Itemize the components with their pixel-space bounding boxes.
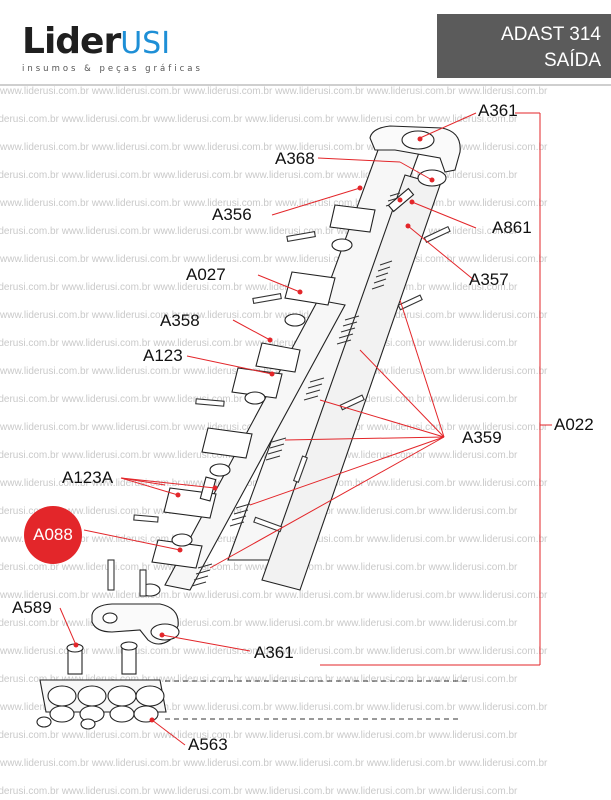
watermark-row: www.liderusi.com.br www.liderusi.com.br … xyxy=(0,758,548,769)
title-box: ADAST 314 SAÍDA xyxy=(437,14,611,78)
callout-a861: A861 xyxy=(492,218,532,237)
title-section: SAÍDA xyxy=(543,50,601,71)
callout-a088-badge: A088 xyxy=(24,506,82,564)
watermark-row: www.liderusi.com.br www.liderusi.com.br … xyxy=(0,674,518,685)
callout-a368: A368 xyxy=(275,149,315,168)
page-header: LiderUSI insumos & peças gráficas ADAST … xyxy=(0,0,611,84)
watermark-row: www.liderusi.com.br www.liderusi.com.br … xyxy=(0,590,548,601)
watermark-row: www.liderusi.com.br www.liderusi.com.br … xyxy=(0,86,548,97)
callout-a359: A359 xyxy=(462,428,502,447)
watermark-row: www.liderusi.com.br www.liderusi.com.br … xyxy=(0,338,518,349)
callout-a356: A356 xyxy=(212,205,252,224)
marker-dots xyxy=(73,136,435,723)
watermark-row: www.liderusi.com.br www.liderusi.com.br … xyxy=(0,226,518,237)
brand-name-part1: Lider xyxy=(22,21,121,62)
brand-tagline: insumos & peças gráficas xyxy=(22,64,203,74)
callout-a123a: A123A xyxy=(62,468,114,487)
callout-a563: A563 xyxy=(188,735,228,754)
header-divider xyxy=(0,84,611,86)
brand-name-part2: USI xyxy=(120,26,171,61)
callout-a123: A123 xyxy=(143,346,183,365)
watermark-row: www.liderusi.com.br www.liderusi.com.br … xyxy=(0,114,518,125)
leader-lines xyxy=(59,112,552,746)
diagram-drawing xyxy=(36,125,470,730)
callout-a027: A027 xyxy=(186,265,226,284)
title-machine: ADAST 314 xyxy=(501,24,601,45)
watermark-row: www.liderusi.com.br www.liderusi.com.br … xyxy=(0,618,518,629)
watermark-row: www.liderusi.com.br www.liderusi.com.br … xyxy=(0,282,518,293)
watermark-row: www.liderusi.com.br www.liderusi.com.br … xyxy=(0,310,548,321)
watermark-row: www.liderusi.com.br www.liderusi.com.br … xyxy=(0,198,548,209)
callout-a022: A022 xyxy=(554,415,594,434)
watermark-row: www.liderusi.com.br www.liderusi.com.br … xyxy=(0,142,548,153)
callout-a361-top: A361 xyxy=(478,101,518,120)
watermark-row: www.liderusi.com.br www.liderusi.com.br … xyxy=(0,254,548,265)
callout-a589: A589 xyxy=(12,598,52,617)
callout-a361-bottom: A361 xyxy=(254,643,294,662)
brand-logo: LiderUSI insumos & peças gráficas xyxy=(22,24,203,75)
watermark-row: www.liderusi.com.br www.liderusi.com.br … xyxy=(0,170,518,181)
callout-a357: A357 xyxy=(469,270,509,289)
watermark-row: www.liderusi.com.br www.liderusi.com.br … xyxy=(0,730,518,741)
watermark-row: www.liderusi.com.br www.liderusi.com.br … xyxy=(0,366,548,377)
watermark-row: www.liderusi.com.br www.liderusi.com.br … xyxy=(0,562,518,573)
watermark-row: www.liderusi.com.br www.liderusi.com.br … xyxy=(0,646,548,657)
brand-name: LiderUSI xyxy=(22,24,203,62)
callout-a358: A358 xyxy=(160,311,200,330)
watermark-row: www.liderusi.com.br www.liderusi.com.br … xyxy=(0,702,548,713)
watermark-row: www.liderusi.com.br www.liderusi.com.br … xyxy=(0,786,518,797)
